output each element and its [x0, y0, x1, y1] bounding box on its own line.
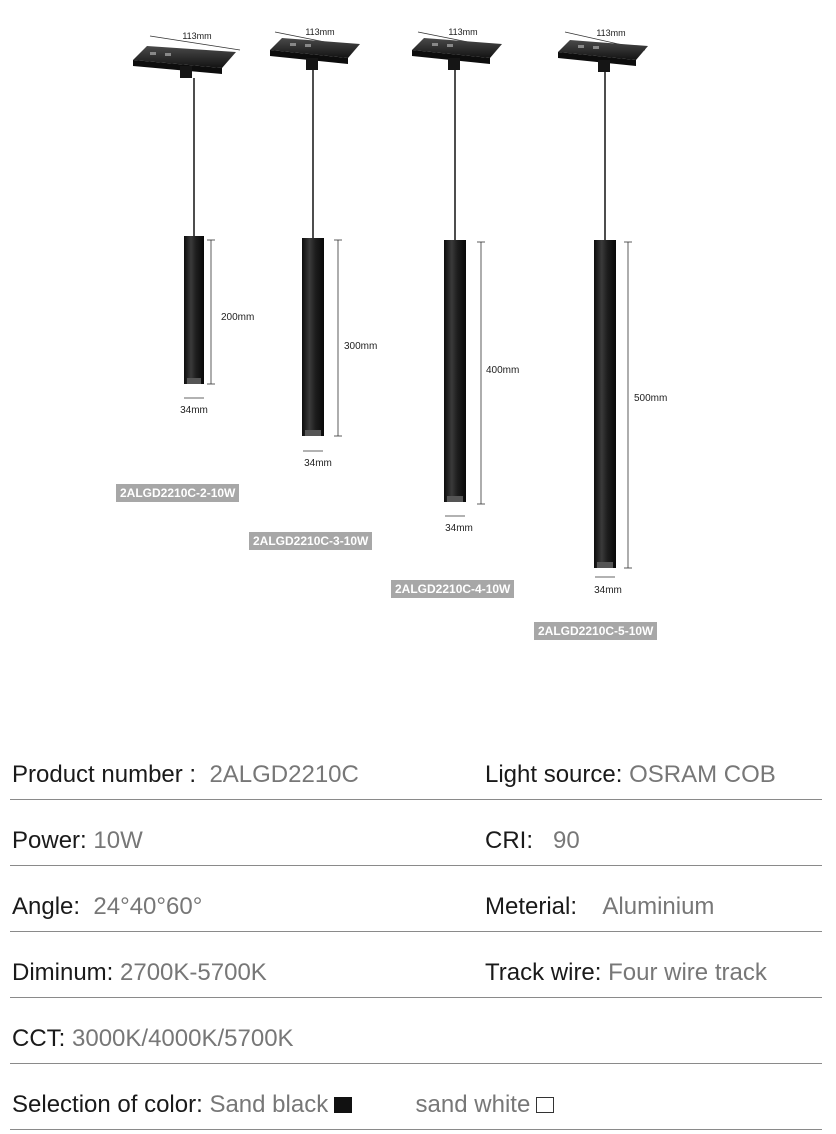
spec-label: Light source:: [485, 761, 623, 788]
length-label: 300mm: [344, 341, 377, 352]
spec-row: Diminum: 2700K-5700K Track wire: Four wi…: [10, 932, 822, 998]
product-illustration: 113mm 200mm 34mm 113mm 300mm 34mm: [133, 27, 667, 596]
spec-value: Four wire track: [608, 959, 767, 986]
spec-row: Angle: 24°40°60° Meterial: Aluminium: [10, 866, 822, 932]
white-swatch-icon: [536, 1097, 555, 1113]
spec-label: Product number :: [12, 761, 197, 788]
model-tag-1: 2ALGD2210C-2-10W: [116, 484, 240, 502]
length-label: 400mm: [486, 365, 519, 376]
diameter-label: 34mm: [180, 405, 208, 416]
light-source-spec: Light source: OSRAM COB: [485, 761, 776, 789]
cct-spec: CCT: 3000K/4000K/5700K: [12, 1025, 294, 1053]
spec-row: CCT: 3000K/4000K/5700K: [10, 998, 822, 1064]
model-tag-3: 2ALGD2210C-4-10W: [391, 580, 515, 598]
length-label: 200mm: [221, 312, 254, 323]
color-selection-spec: Selection of color: Sand black sand whit…: [12, 1091, 555, 1119]
model-tag-2: 2ALGD2210C-3-10W: [249, 532, 373, 550]
spec-value: 2ALGD2210C: [209, 761, 359, 788]
pendant-lamp-1: 113mm 200mm 34mm: [133, 31, 254, 416]
spec-label: Track wire:: [485, 959, 602, 986]
spec-label: CRI:: [485, 827, 533, 854]
track-width-label: 113mm: [305, 27, 334, 37]
spec-value: 24°40°60°: [93, 893, 203, 920]
track-width-label: 113mm: [448, 27, 477, 37]
spec-label: Selection of color:: [12, 1091, 203, 1118]
pendant-lamp-3: 113mm 400mm 34mm: [412, 27, 519, 534]
spec-value: OSRAM COB: [629, 761, 776, 788]
material-spec: Meterial: Aluminium: [485, 893, 714, 921]
spec-value: Aluminium: [602, 893, 715, 920]
black-swatch-icon: [334, 1097, 353, 1113]
diminum-spec: Diminum: 2700K-5700K: [12, 959, 267, 987]
track-width-label: 113mm: [182, 31, 211, 41]
color-option-white: sand white: [415, 1091, 531, 1118]
spec-label: Meterial:: [485, 893, 578, 920]
spec-value: 2700K-5700K: [120, 959, 267, 986]
pendant-lamp-2: 113mm 300mm 34mm: [270, 27, 377, 469]
diameter-label: 34mm: [304, 458, 332, 469]
color-option-black: Sand black: [209, 1091, 329, 1118]
power-spec: Power: 10W: [12, 827, 143, 855]
diameter-label: 34mm: [445, 523, 473, 534]
diameter-label: 34mm: [594, 585, 622, 596]
spec-label: Angle:: [12, 893, 81, 920]
spec-value: 90: [553, 827, 580, 854]
spec-row: Product number : 2ALGD2210C Light source…: [10, 734, 822, 800]
angle-spec: Angle: 24°40°60°: [12, 893, 202, 921]
track-wire-spec: Track wire: Four wire track: [485, 959, 767, 987]
spec-label: CCT:: [12, 1025, 66, 1052]
spec-value: 3000K/4000K/5700K: [72, 1025, 294, 1052]
cri-spec: CRI: 90: [485, 827, 580, 855]
model-tag-4: 2ALGD2210C-5-10W: [534, 622, 658, 640]
spec-label: Diminum:: [12, 959, 114, 986]
spec-value: 10W: [93, 827, 143, 854]
spec-label: Power:: [12, 827, 87, 854]
length-label: 500mm: [634, 393, 667, 404]
product-number-spec: Product number : 2ALGD2210C: [12, 761, 359, 789]
pendant-lamp-4: 113mm 500mm 34mm: [558, 28, 667, 596]
spec-row: Selection of color: Sand black sand whit…: [10, 1064, 822, 1130]
track-width-label: 113mm: [596, 28, 625, 38]
spec-row: Power: 10W CRI: 90: [10, 800, 822, 866]
